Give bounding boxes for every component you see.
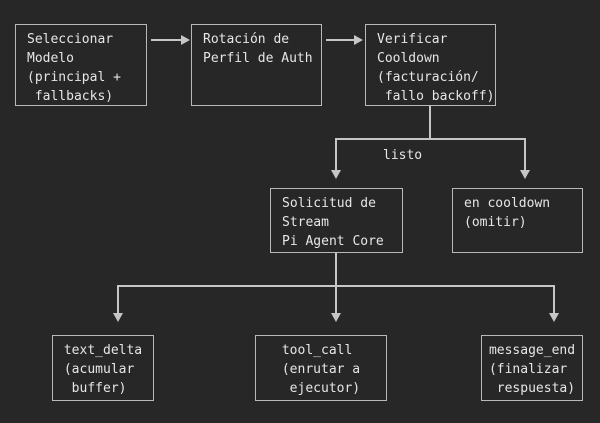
node-in-cooldown-label: en cooldown (omitir)	[464, 196, 551, 230]
node-in-cooldown: en cooldown (omitir)	[452, 188, 583, 253]
arrowhead-right-icon	[354, 35, 363, 45]
arrowhead-down-icon	[520, 170, 530, 179]
node-stream-request: Solicitud de Stream Pi Agent Core	[270, 188, 403, 253]
node-check-cooldown: Verificar Cooldown (facturación/ fallo b…	[365, 24, 496, 106]
edge-stream-stem-line	[335, 253, 337, 286]
edge-select-to-rotation-line	[151, 39, 182, 41]
node-select-model: Seleccionar Modelo (principal + fallback…	[15, 24, 147, 106]
node-auth-profile-rotation-label: Rotación de Perfil de Auth	[203, 32, 313, 66]
edge-cooldown-skip-drop-line	[524, 138, 526, 171]
node-message-end-label: message_end (finalizar respuesta)	[488, 343, 576, 396]
edge-text-delta-drop-line	[117, 285, 119, 314]
node-message-end: message_end (finalizar respuesta)	[481, 335, 583, 401]
node-tool-call: tool_call (enrutar a ejecutor)	[255, 335, 387, 401]
edge-tool-call-drop-line	[335, 285, 337, 314]
node-select-model-label: Seleccionar Modelo (principal + fallback…	[27, 32, 121, 104]
edge-cooldown-branch-line	[336, 138, 525, 140]
node-text-delta-label: text_delta (acumular buffer)	[63, 343, 143, 396]
arrowhead-right-icon	[181, 35, 190, 45]
arrowhead-down-icon	[331, 313, 341, 322]
edge-cooldown-stem-line	[429, 106, 431, 138]
node-check-cooldown-label: Verificar Cooldown (facturación/ fallo b…	[377, 32, 495, 104]
node-tool-call-label: tool_call (enrutar a ejecutor)	[281, 343, 361, 396]
edge-label-listo: listo	[383, 148, 423, 163]
arrowhead-down-icon	[113, 313, 123, 322]
node-text-delta: text_delta (acumular buffer)	[52, 335, 154, 401]
edge-message-end-drop-line	[553, 285, 555, 314]
node-auth-profile-rotation: Rotación de Perfil de Auth	[191, 24, 322, 106]
edge-stream-branch-line	[118, 285, 555, 287]
edge-listo-drop-line	[335, 138, 337, 171]
arrowhead-down-icon	[549, 313, 559, 322]
arrowhead-down-icon	[331, 170, 341, 179]
node-stream-request-label: Solicitud de Stream Pi Agent Core	[282, 196, 384, 249]
edge-rotation-to-cooldown-line	[326, 39, 355, 41]
